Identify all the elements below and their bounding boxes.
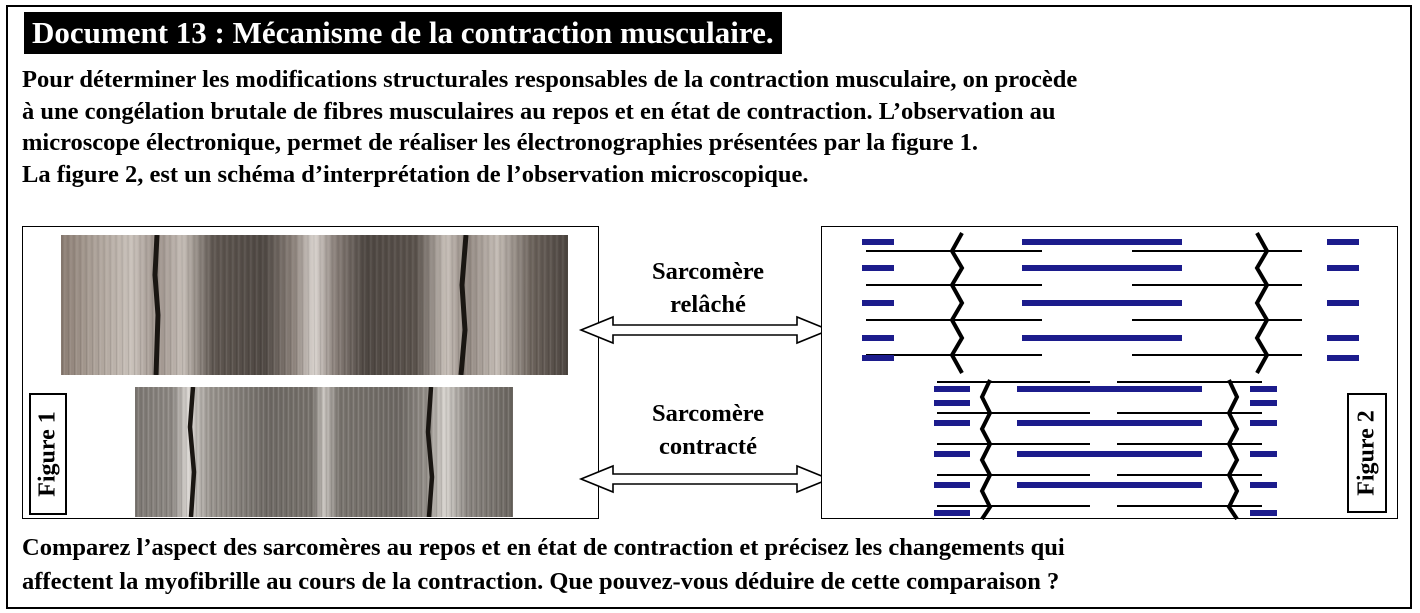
intro-line: à une congélation brutale de fibres musc…: [22, 97, 1056, 125]
question-paragraph: Comparez l’aspect des sarcomères au repo…: [22, 531, 1412, 599]
micrograph-relaxed: [61, 235, 568, 375]
figure1-panel: Figure 1: [22, 226, 599, 519]
figure2-label: Figure 2: [1347, 393, 1387, 513]
intro-paragraph: Pour déterminer les modifications struct…: [22, 64, 1412, 190]
micrograph-contracted: [135, 387, 513, 517]
document-frame: [6, 5, 1412, 609]
double-arrow-icon: [578, 315, 832, 345]
contracted-sarcomere-label: Sarcomère contracté: [651, 400, 765, 460]
figure2-panel: Figure 2: [821, 226, 1398, 520]
sarcomere-schema: [862, 232, 1359, 520]
question-line: affectent la myofibrille au cours de la …: [22, 568, 1060, 595]
intro-line: Pour déterminer les modifications struct…: [22, 66, 1078, 93]
contracted-schema: [934, 379, 1277, 520]
double-arrow-icon: [578, 464, 832, 494]
relaxed-sarcomere-label: Sarcomère relâché: [651, 258, 765, 318]
document-title: Document 13 : Mécanisme de la contractio…: [24, 12, 782, 54]
figure1-label: Figure 1: [29, 393, 67, 515]
question-line: Comparez l’aspect des sarcomères au repo…: [22, 534, 1065, 561]
intro-line: La figure 2, est un schéma d’interprétat…: [22, 160, 809, 188]
relaxed-schema: [862, 232, 1359, 374]
intro-line: microscope électronique, permet de réali…: [22, 129, 978, 156]
